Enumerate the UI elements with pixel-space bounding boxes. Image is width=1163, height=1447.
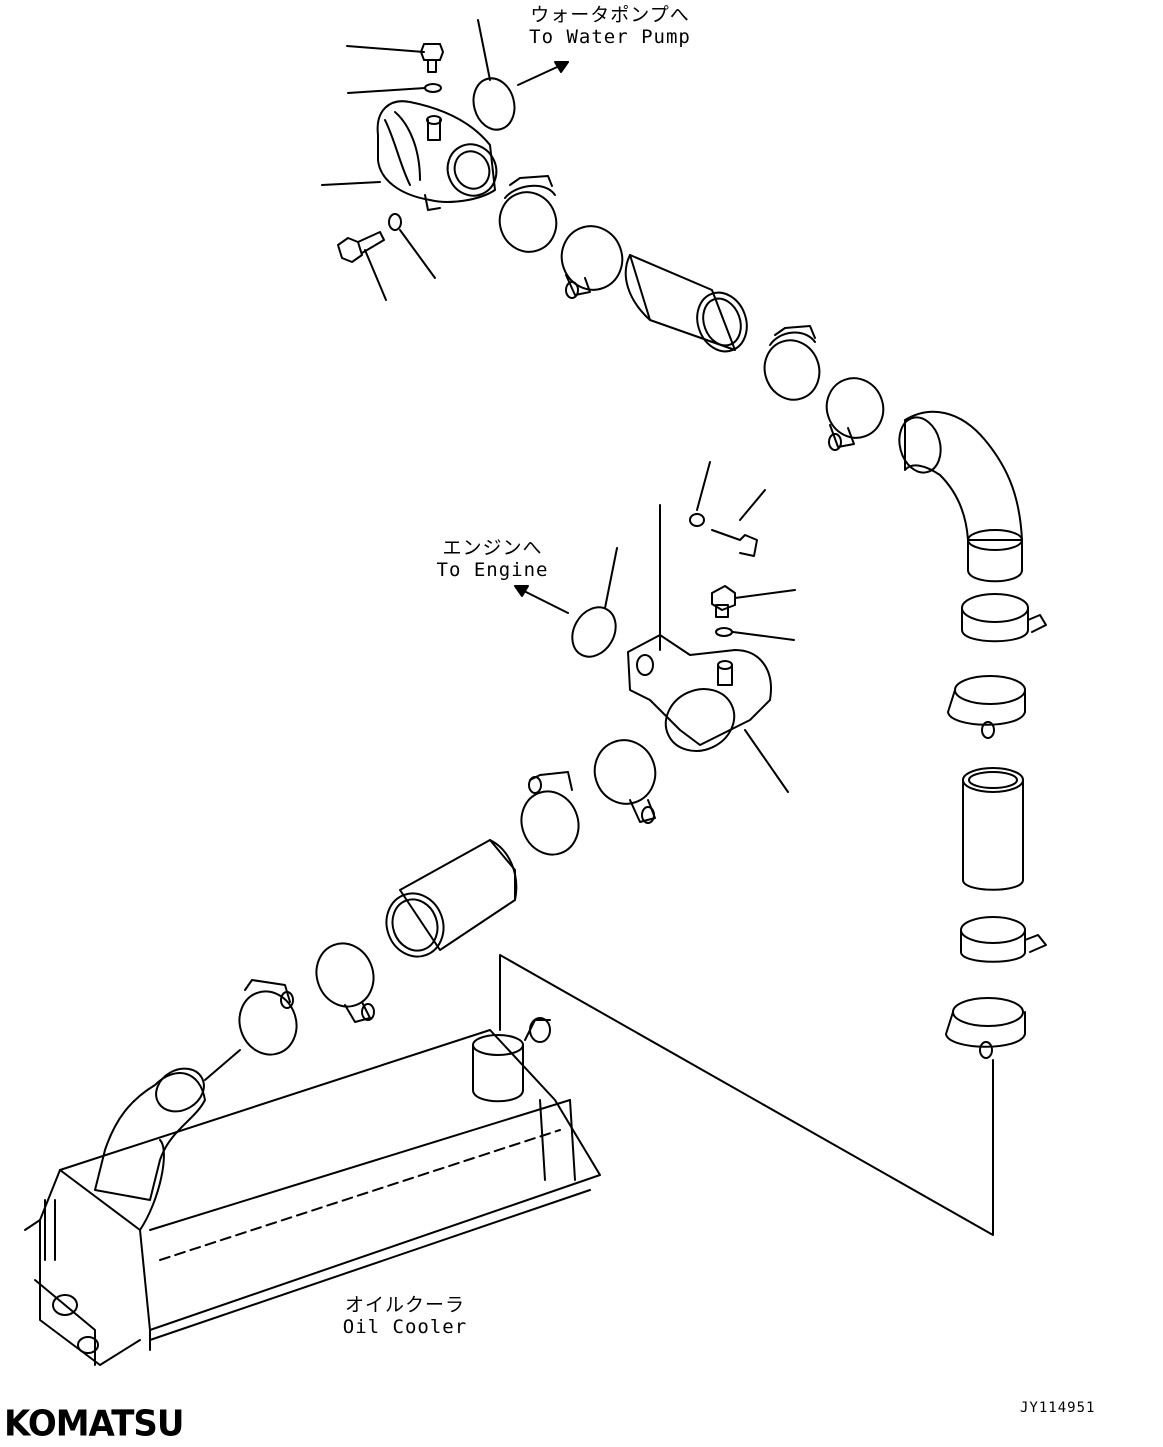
label-to-water-pump: ウォータポンプへ To Water Pump bbox=[515, 4, 705, 48]
gasket-engine bbox=[514, 547, 618, 658]
lower-hose-elbow bbox=[94, 1049, 241, 1201]
lower-elbow-housing bbox=[627, 504, 789, 793]
right-clamp-2 bbox=[947, 675, 1026, 739]
label-to-engine-en: To Engine bbox=[436, 559, 549, 581]
lower-hose-straight bbox=[385, 839, 518, 958]
upper-clamp-3 bbox=[763, 325, 821, 401]
bolt-top bbox=[346, 43, 444, 94]
right-hose-straight bbox=[962, 767, 1024, 891]
label-oil-cooler-en: Oil Cooler bbox=[342, 1316, 468, 1338]
drawing-code: JY114951 bbox=[1020, 1400, 1096, 1416]
right-clamp-1 bbox=[961, 593, 1047, 643]
oil-cooler bbox=[24, 1017, 601, 1366]
upper-clamp-2 bbox=[560, 225, 624, 299]
upper-clamp-1 bbox=[498, 175, 558, 253]
lower-clamp-3 bbox=[315, 942, 375, 1023]
upper-elbow-housing bbox=[321, 100, 498, 211]
connection-line bbox=[499, 954, 994, 1236]
bolt-upper-left bbox=[337, 213, 436, 301]
upper-hose-elbow bbox=[898, 410, 1023, 583]
leader-line bbox=[321, 181, 381, 186]
label-to-engine: エンジンへ To Engine bbox=[420, 537, 565, 581]
right-clamp-4 bbox=[945, 997, 1026, 1059]
label-to-water-pump-jp: ウォータポンプへ bbox=[530, 4, 690, 26]
label-oil-cooler: オイルクーラ Oil Cooler bbox=[325, 1294, 485, 1338]
label-oil-cooler-jp: オイルクーラ bbox=[344, 1294, 465, 1316]
lower-clamp-2 bbox=[520, 771, 580, 856]
gasket-water-pump bbox=[472, 19, 569, 131]
right-clamp-3 bbox=[960, 916, 1047, 963]
label-to-water-pump-en: To Water Pump bbox=[529, 26, 691, 48]
upper-clamp-4 bbox=[825, 377, 885, 451]
upper-hose-straight bbox=[624, 254, 748, 353]
brand-logo: KOMATSU bbox=[4, 1403, 185, 1445]
lower-clamp-4 bbox=[238, 979, 298, 1056]
lower-clamp-1 bbox=[593, 739, 657, 824]
label-to-engine-jp: エンジンへ bbox=[442, 537, 543, 559]
lower-bolts bbox=[689, 461, 796, 641]
arrow-engine bbox=[521, 589, 569, 614]
